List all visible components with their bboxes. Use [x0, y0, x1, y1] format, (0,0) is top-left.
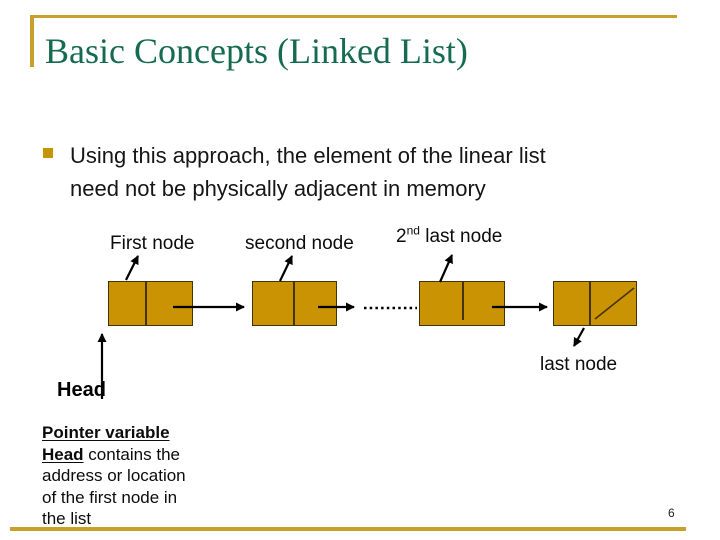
label-head-pointer: Head [57, 379, 106, 401]
callout-arrow-second-last-node [438, 254, 454, 283]
node-cell-divider [462, 282, 464, 320]
callout-arrow-last-node [573, 327, 585, 347]
frame-left-line [30, 15, 34, 67]
bullet-line-1: Using this approach, the element of the … [70, 143, 546, 168]
node-box-second [252, 281, 337, 326]
bullet-line-2: need not be physically adjacent in memor… [70, 176, 486, 201]
note-line: Head contains the [42, 444, 227, 466]
note-line: the list [42, 509, 92, 529]
node-cell-divider [145, 282, 147, 325]
node-cell-divider [293, 282, 295, 325]
note-line: Pointer variable [42, 422, 227, 444]
note-pointer-variable: Pointer variable [42, 423, 170, 442]
label-last-node: last node [540, 354, 618, 375]
label-2nd-rest: last node [419, 226, 503, 247]
frame-bottom-line [10, 527, 686, 531]
label-second-last-node: 2nd last node [396, 223, 503, 248]
page-number: 6 [668, 506, 675, 520]
node-box-second-last [419, 281, 505, 326]
bullet-paragraph: Using this approach, the element of the … [70, 139, 670, 205]
note-block: Pointer variable Head contains the addre… [42, 422, 227, 530]
node-cell-divider [589, 282, 591, 325]
slide-title: Basic Concepts (Linked List) [45, 31, 468, 71]
label-first-node: First node [110, 233, 195, 254]
note-contains: contains the [83, 444, 180, 464]
label-2nd-sup: nd [406, 223, 420, 238]
note-line: address or location [42, 466, 186, 486]
frame-top-line [30, 15, 677, 18]
label-2nd-prefix: 2 [396, 226, 407, 247]
square-bullet-icon [43, 148, 53, 158]
note-head: Head [42, 444, 84, 464]
note-line: of the first node in [42, 487, 178, 507]
callout-arrow-first-node [125, 255, 139, 281]
node-box-last [553, 281, 637, 326]
callout-arrow-second-node [279, 255, 293, 282]
node-box-first [108, 281, 193, 326]
label-second-node: second node [245, 233, 354, 254]
